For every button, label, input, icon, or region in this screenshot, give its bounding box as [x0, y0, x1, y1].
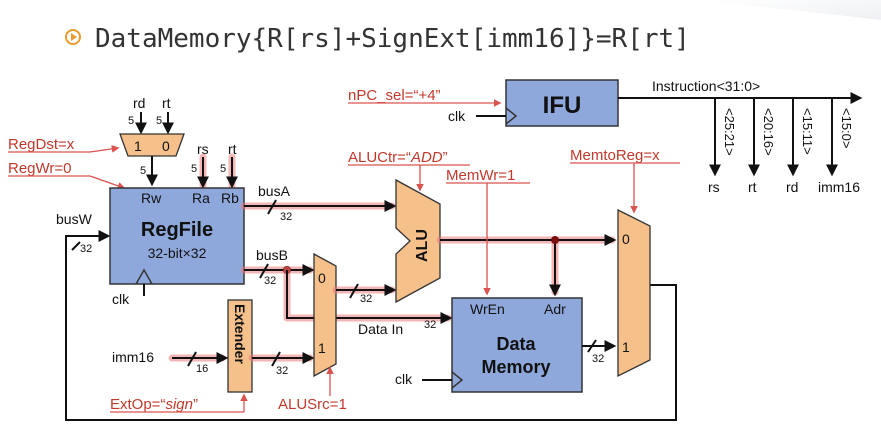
extender-label: Extender — [232, 304, 248, 364]
width-label: 32 — [276, 365, 288, 377]
alusrc-in0: 0 — [318, 270, 326, 286]
width-label: 32 — [264, 275, 276, 287]
field-name: rt — [748, 179, 757, 195]
regfile-rw-port: Rw — [141, 190, 162, 206]
instruction-field-rs: <25:21> rs — [708, 98, 737, 195]
memwr-control: MemWr=1 — [446, 167, 515, 184]
regfile-ra-port: Ra — [192, 190, 210, 206]
alusrc-control: ALUSrc=1 — [278, 396, 347, 413]
extop-control: ExtOp=“sign” — [110, 393, 248, 413]
field-name: rs — [708, 179, 720, 195]
svg-text:ExtOp=“sign”: ExtOp=“sign” — [110, 396, 198, 413]
corner-decoration — [700, 0, 881, 20]
bullet-icon — [65, 29, 81, 45]
field-bits: <15:0> — [839, 108, 854, 149]
busw-wire — [65, 230, 677, 421]
regfile-rb-port: Rb — [221, 190, 239, 206]
svg-text:ALUCtr=“ADD”: ALUCtr=“ADD” — [348, 149, 448, 166]
slide-title: DataMemory{R[rs]+SignExt[imm16]}=R[rt] — [65, 24, 690, 54]
regfile-label: RegFile — [141, 219, 213, 241]
field-name: imm16 — [818, 179, 860, 195]
regdst-rt-label: rt — [162, 95, 171, 111]
regdst-rd-label: rd — [133, 95, 145, 111]
datamem-clk-label: clk — [395, 371, 413, 387]
width-label: 16 — [196, 363, 208, 375]
width-label: 5 — [191, 163, 197, 175]
instruction-field-rd: <15:11> rd — [786, 98, 815, 195]
field-bits: <20:16> — [761, 108, 776, 156]
ifu-label: IFU — [543, 92, 582, 119]
extender-input-label: imm16 — [112, 349, 154, 365]
regfile-clk-edge — [135, 268, 153, 285]
alusrc-in1: 1 — [318, 340, 326, 356]
instruction-label: Instruction<31:0> — [652, 78, 760, 94]
width-label: 32 — [424, 319, 436, 331]
field-bits: <25:21> — [722, 108, 737, 156]
width-label: 5 — [140, 165, 146, 177]
datamem-label-2: Memory — [481, 357, 550, 377]
regfile-sublabel: 32-bit×32 — [148, 245, 207, 261]
aluctr-control: ALUCtr=“ADD” — [348, 149, 470, 192]
datamem-adr-port: Adr — [544, 301, 566, 317]
regdst-control: RegDst=x — [8, 136, 75, 153]
width-label: 5 — [156, 115, 162, 127]
memtoreg-control: MemtoReg=x — [570, 147, 660, 164]
busb-label: busB — [256, 247, 288, 263]
ifu-block — [505, 79, 619, 127]
npc-sel-label: nPC_sel=“+4” — [348, 87, 441, 104]
alu-label: ALU — [414, 229, 431, 262]
memtoreg-in0: 0 — [622, 231, 630, 247]
memtoreg-in1: 1 — [622, 339, 630, 355]
busa-label: busA — [258, 183, 291, 199]
width-label: 32 — [280, 211, 292, 223]
datamem-label-1: Data — [496, 334, 536, 354]
instruction-field-rt: <20:16> rt — [748, 98, 776, 195]
datain-label: Data In — [358, 321, 403, 337]
width-label: 32 — [360, 293, 372, 305]
alusrc-mux — [313, 252, 337, 378]
datamem-block — [451, 297, 583, 393]
regdst-mux — [119, 133, 185, 157]
field-bits: <15:11> — [800, 108, 815, 155]
regfile-clk-label: clk — [112, 291, 130, 307]
instruction-field-imm16: <15:0> imm16 — [818, 98, 860, 195]
busw-label: busW — [56, 211, 93, 227]
width-label: 32 — [592, 353, 604, 365]
title-text: DataMemory{R[rs]+SignExt[imm16]}=R[rt] — [95, 24, 690, 54]
extender-block — [227, 299, 253, 393]
field-name: rd — [786, 179, 798, 195]
memtoreg-mux — [617, 208, 651, 378]
width-label: 5 — [128, 115, 134, 127]
datamem-wren-port: WrEn — [470, 301, 505, 317]
regfile-rt-input: rt — [228, 141, 237, 157]
ifu-clk-label: clk — [448, 108, 466, 124]
alu-out-junction — [551, 236, 559, 244]
width-label: 5 — [220, 163, 226, 175]
width-label: 32 — [80, 243, 92, 255]
regfile-rs-input: rs — [197, 141, 209, 157]
regdst-in1: 1 — [134, 138, 142, 154]
regwr-control: RegWr=0 — [8, 160, 72, 177]
regdst-in0: 0 — [162, 138, 170, 154]
regfile-block — [109, 187, 245, 285]
datain-wire — [286, 270, 453, 324]
alu-block — [395, 178, 441, 304]
